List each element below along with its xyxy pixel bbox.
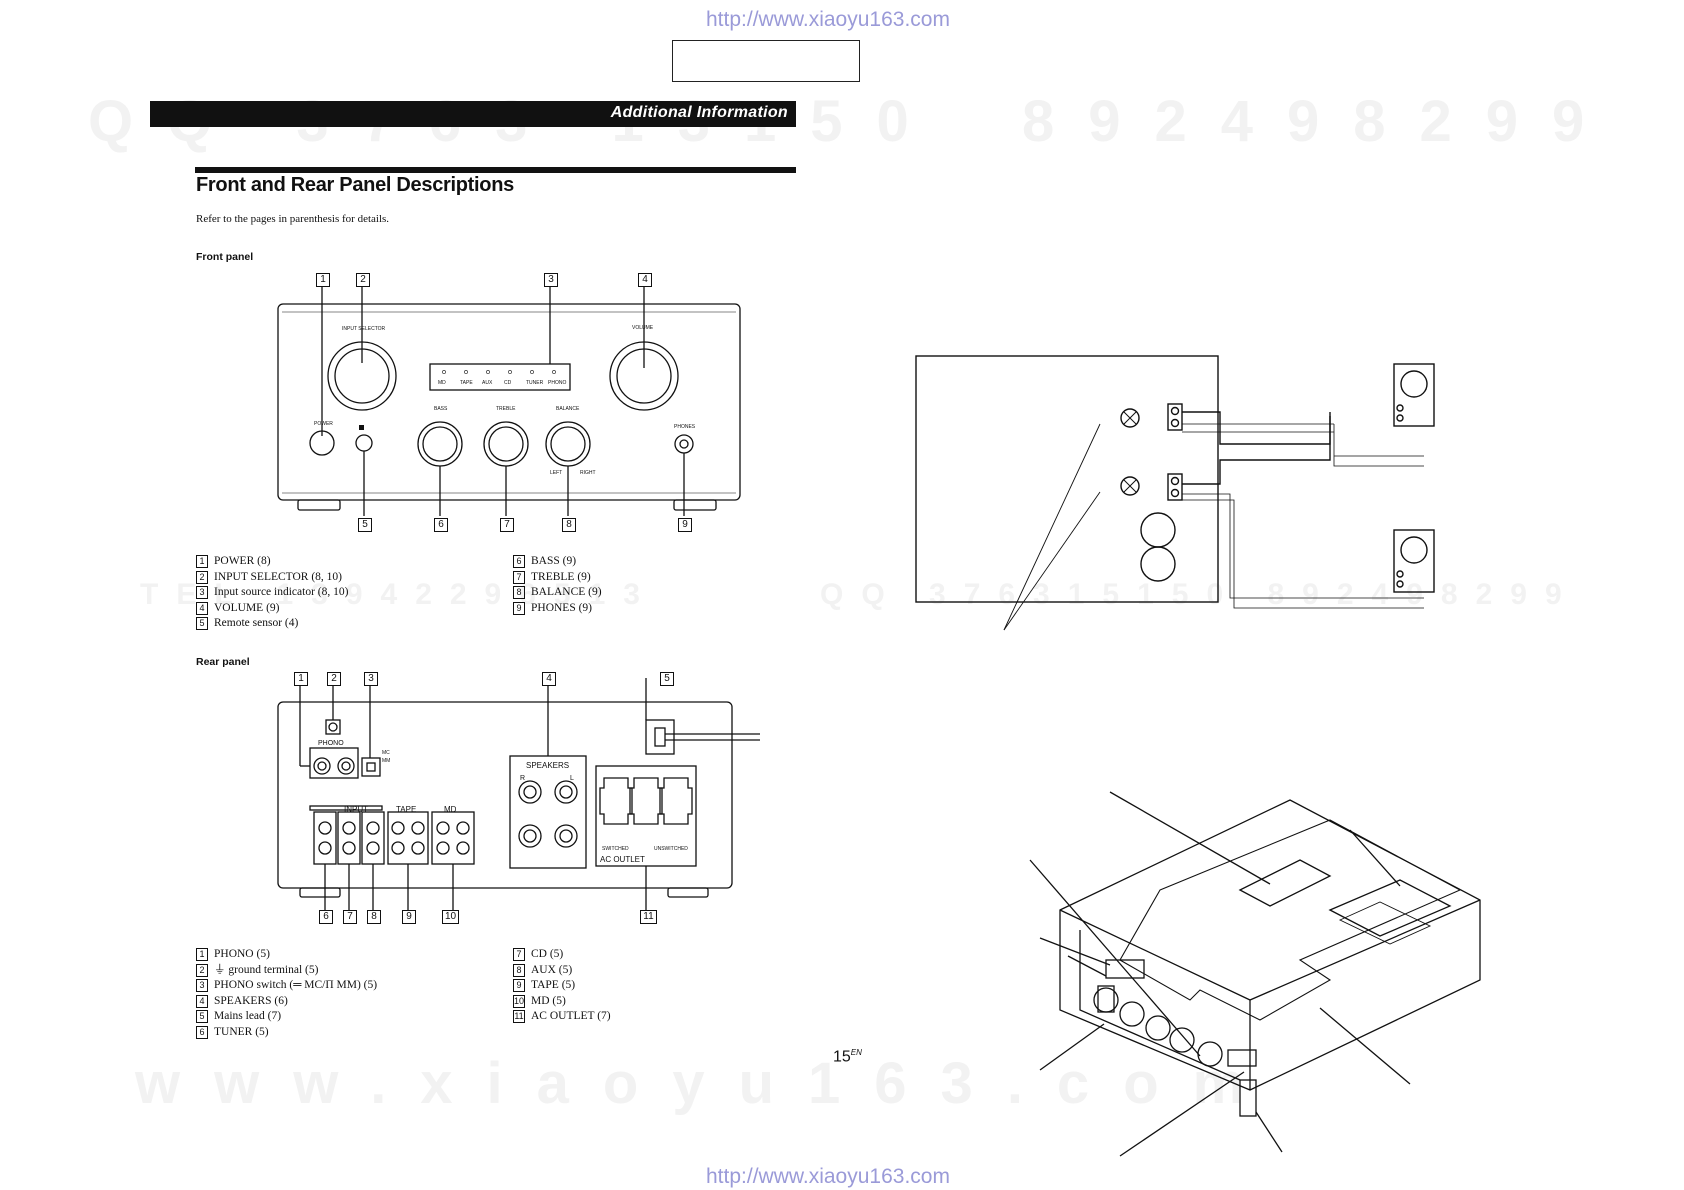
volume-label: VOLUME <box>632 325 654 331</box>
mc-label: MC <box>382 750 390 756</box>
chassis-isometric-diagram <box>1029 791 1481 1157</box>
phones-label: PHONES <box>674 424 696 430</box>
balance-left-label: LEFT <box>550 470 562 476</box>
indicator-led <box>442 370 446 374</box>
md-label: MD <box>444 805 457 814</box>
title-rule <box>195 167 796 173</box>
speaker-l-label: L <box>570 775 574 782</box>
speaker-wiring-diagram <box>915 355 1435 631</box>
watermark-number: 892498299 <box>1022 89 1619 154</box>
bottom-url-link[interactable]: http://www.xiaoyu163.com <box>706 1165 950 1188</box>
unswitched-label: UNSWITCHED <box>654 846 688 852</box>
indicator-led <box>464 370 468 374</box>
rear-panel-diagram: PHONO INPUT TAPE MD SPEAKERS R L AC OUTL… <box>277 678 760 910</box>
indicator-label: PHONO <box>548 380 566 386</box>
front-panel-heading: Front panel <box>196 251 254 263</box>
front-panel-diagram: INPUT SELECTOR VOLUME POWER BASS TREBLE … <box>277 276 741 516</box>
mm-label: MM <box>382 758 390 764</box>
watermark-tel: TEL 13942296513 <box>140 578 658 611</box>
indicator-led <box>486 370 490 374</box>
indicator-led <box>530 370 534 374</box>
speaker-r-label: R <box>520 775 525 782</box>
top-url-link[interactable]: http://www.xiaoyu163.com <box>706 8 950 31</box>
indicator-label: CD <box>504 380 512 386</box>
bass-label: BASS <box>434 406 448 412</box>
section-header-text: Additional Information <box>610 104 788 121</box>
treble-label: TREBLE <box>496 406 516 412</box>
balance-right-label: RIGHT <box>580 470 596 476</box>
page-number: 15EN <box>833 1048 862 1066</box>
phono-label: PHONO <box>318 740 344 747</box>
input-label: INPUT <box>344 805 368 814</box>
legend-item: 2⏚ ground terminal (5) <box>196 963 377 979</box>
input-selector-label: INPUT SELECTOR <box>342 326 386 332</box>
switched-label: SWITCHED <box>602 846 629 852</box>
blank-label-box <box>672 40 860 82</box>
indicator-label: MD <box>438 380 446 386</box>
watermark-qq-right: QQ 376315150 892498299 <box>820 578 1580 611</box>
indicator-label: TUNER <box>526 380 544 386</box>
tape-label: TAPE <box>396 805 416 814</box>
intro-text: Refer to the pages in parenthesis for de… <box>196 213 390 225</box>
rear-panel-heading: Rear panel <box>196 656 250 668</box>
section-header-bar: Additional Information <box>150 101 796 127</box>
ac-outlet-label: AC OUTLET <box>600 855 645 864</box>
speakers-label: SPEAKERS <box>526 761 569 770</box>
watermark-site: www.xiaoyu163.com <box>135 1051 1279 1116</box>
power-label: POWER <box>314 421 333 427</box>
indicator-led <box>508 370 512 374</box>
indicator-label: AUX <box>482 380 493 386</box>
indicator-led <box>552 370 556 374</box>
balance-label: BALANCE <box>556 406 580 412</box>
indicator-label: TAPE <box>460 380 473 386</box>
page-title: Front and Rear Panel Descriptions <box>196 174 514 196</box>
